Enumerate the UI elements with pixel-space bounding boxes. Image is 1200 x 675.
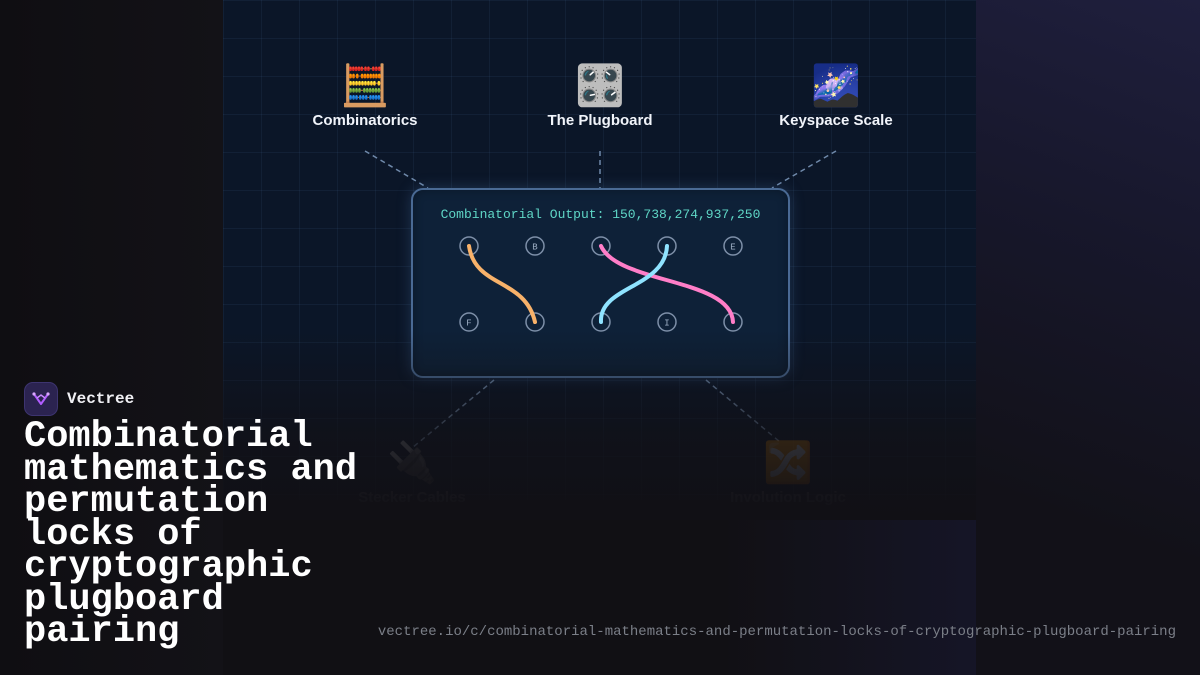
control-knobs-icon: 🎛️ xyxy=(575,64,625,108)
bottom-row-socket-letter: I xyxy=(664,319,669,329)
node-label: The Plugboard xyxy=(547,112,653,129)
bottom-row-socket-letter: F xyxy=(466,319,471,329)
top-row-socket-letter: E xyxy=(730,243,735,253)
milky-way-icon: 🌌 xyxy=(811,64,861,108)
node-plugboard: 🎛️ The Plugboard xyxy=(500,64,700,129)
node-label: Involution Logic xyxy=(730,489,846,506)
node-keyspace-scale: 🌌 Keyspace Scale xyxy=(736,64,936,129)
connector-keyspace xyxy=(771,150,837,189)
brand[interactable]: Vectree xyxy=(24,382,134,416)
combinatorial-output: Combinatorial Output: 150,738,274,937,25… xyxy=(440,207,761,222)
wires xyxy=(467,244,735,324)
page-title: Combinatorial mathematics and permutatio… xyxy=(24,416,358,653)
connector-combinatorics xyxy=(364,150,429,189)
wire-pink xyxy=(599,244,735,324)
node-label: Combinatorics xyxy=(312,112,418,129)
top-row-socket-letter: B xyxy=(532,243,538,253)
connector-involution xyxy=(705,379,781,443)
right-background-glow xyxy=(976,0,1200,675)
node-label: Keyspace Scale xyxy=(779,112,893,129)
brand-name: Vectree xyxy=(67,390,135,408)
node-involution-logic: 🔀 Involution Logic xyxy=(688,441,888,506)
plugboard-card: Combinatorial Output: 150,738,274,937,25… xyxy=(411,188,790,378)
vectree-logo-icon xyxy=(24,382,58,416)
shuffle-icon: 🔀 xyxy=(763,441,813,485)
abacus-icon: 🧮 xyxy=(340,64,390,108)
node-combinatorics: 🧮 Combinatorics xyxy=(265,64,465,129)
left-background xyxy=(0,0,223,675)
wire-cyan xyxy=(598,244,669,324)
connector-stecker xyxy=(411,379,495,449)
wire-orange xyxy=(467,244,537,324)
page-url[interactable]: vectree.io/c/combinatorial-mathematics-a… xyxy=(377,624,1176,640)
top-row-socket-5 xyxy=(723,236,743,256)
top-row-socket-2 xyxy=(525,236,545,256)
